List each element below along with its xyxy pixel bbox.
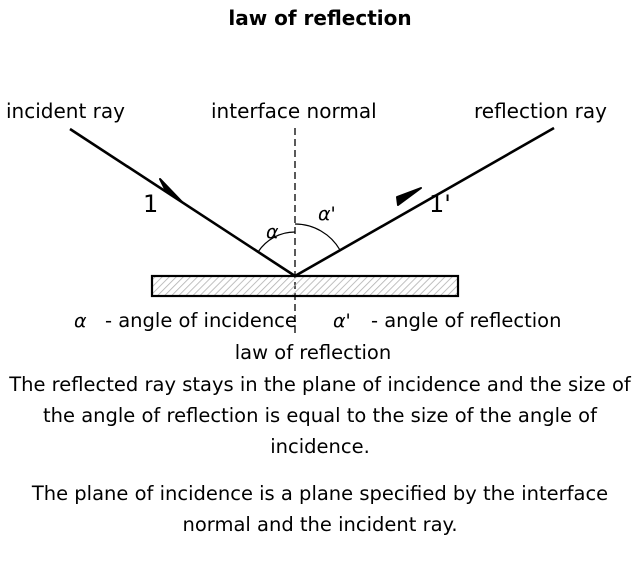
reflection-ray-arrowhead	[396, 187, 422, 206]
interface-normal-label: interface normal	[211, 99, 377, 123]
plane-definition-paragraph: The plane of incidence is a plane specif…	[31, 482, 609, 536]
incident-ray-arrowhead	[159, 178, 183, 203]
incidence-angle-arc	[257, 231, 296, 253]
legend-alpha-prime-symbol: α'	[333, 310, 351, 332]
law-statement-paragraph: The reflected ray stays in the plane of …	[9, 373, 631, 458]
page-title: law of reflection	[228, 6, 412, 30]
diagram-caption: law of reflection	[235, 341, 391, 364]
legend-alpha-desc: - angle of incidence	[105, 309, 297, 332]
reflection-ray-label: reflection ray	[474, 99, 607, 123]
reflection-ray-line	[294, 126, 555, 278]
legend-alpha-prime-desc: - angle of reflection	[371, 309, 561, 332]
alpha-label: α	[266, 221, 279, 243]
reflecting-surface	[150, 274, 460, 298]
ray-1-label: 1	[143, 190, 158, 218]
reflection-angle-arc	[294, 223, 341, 251]
alpha-prime-label: α'	[318, 203, 336, 225]
incident-ray-label: incident ray	[6, 99, 125, 123]
legend-alpha-symbol: α	[74, 310, 87, 332]
ray-1-prime-label: 1'	[429, 190, 451, 218]
